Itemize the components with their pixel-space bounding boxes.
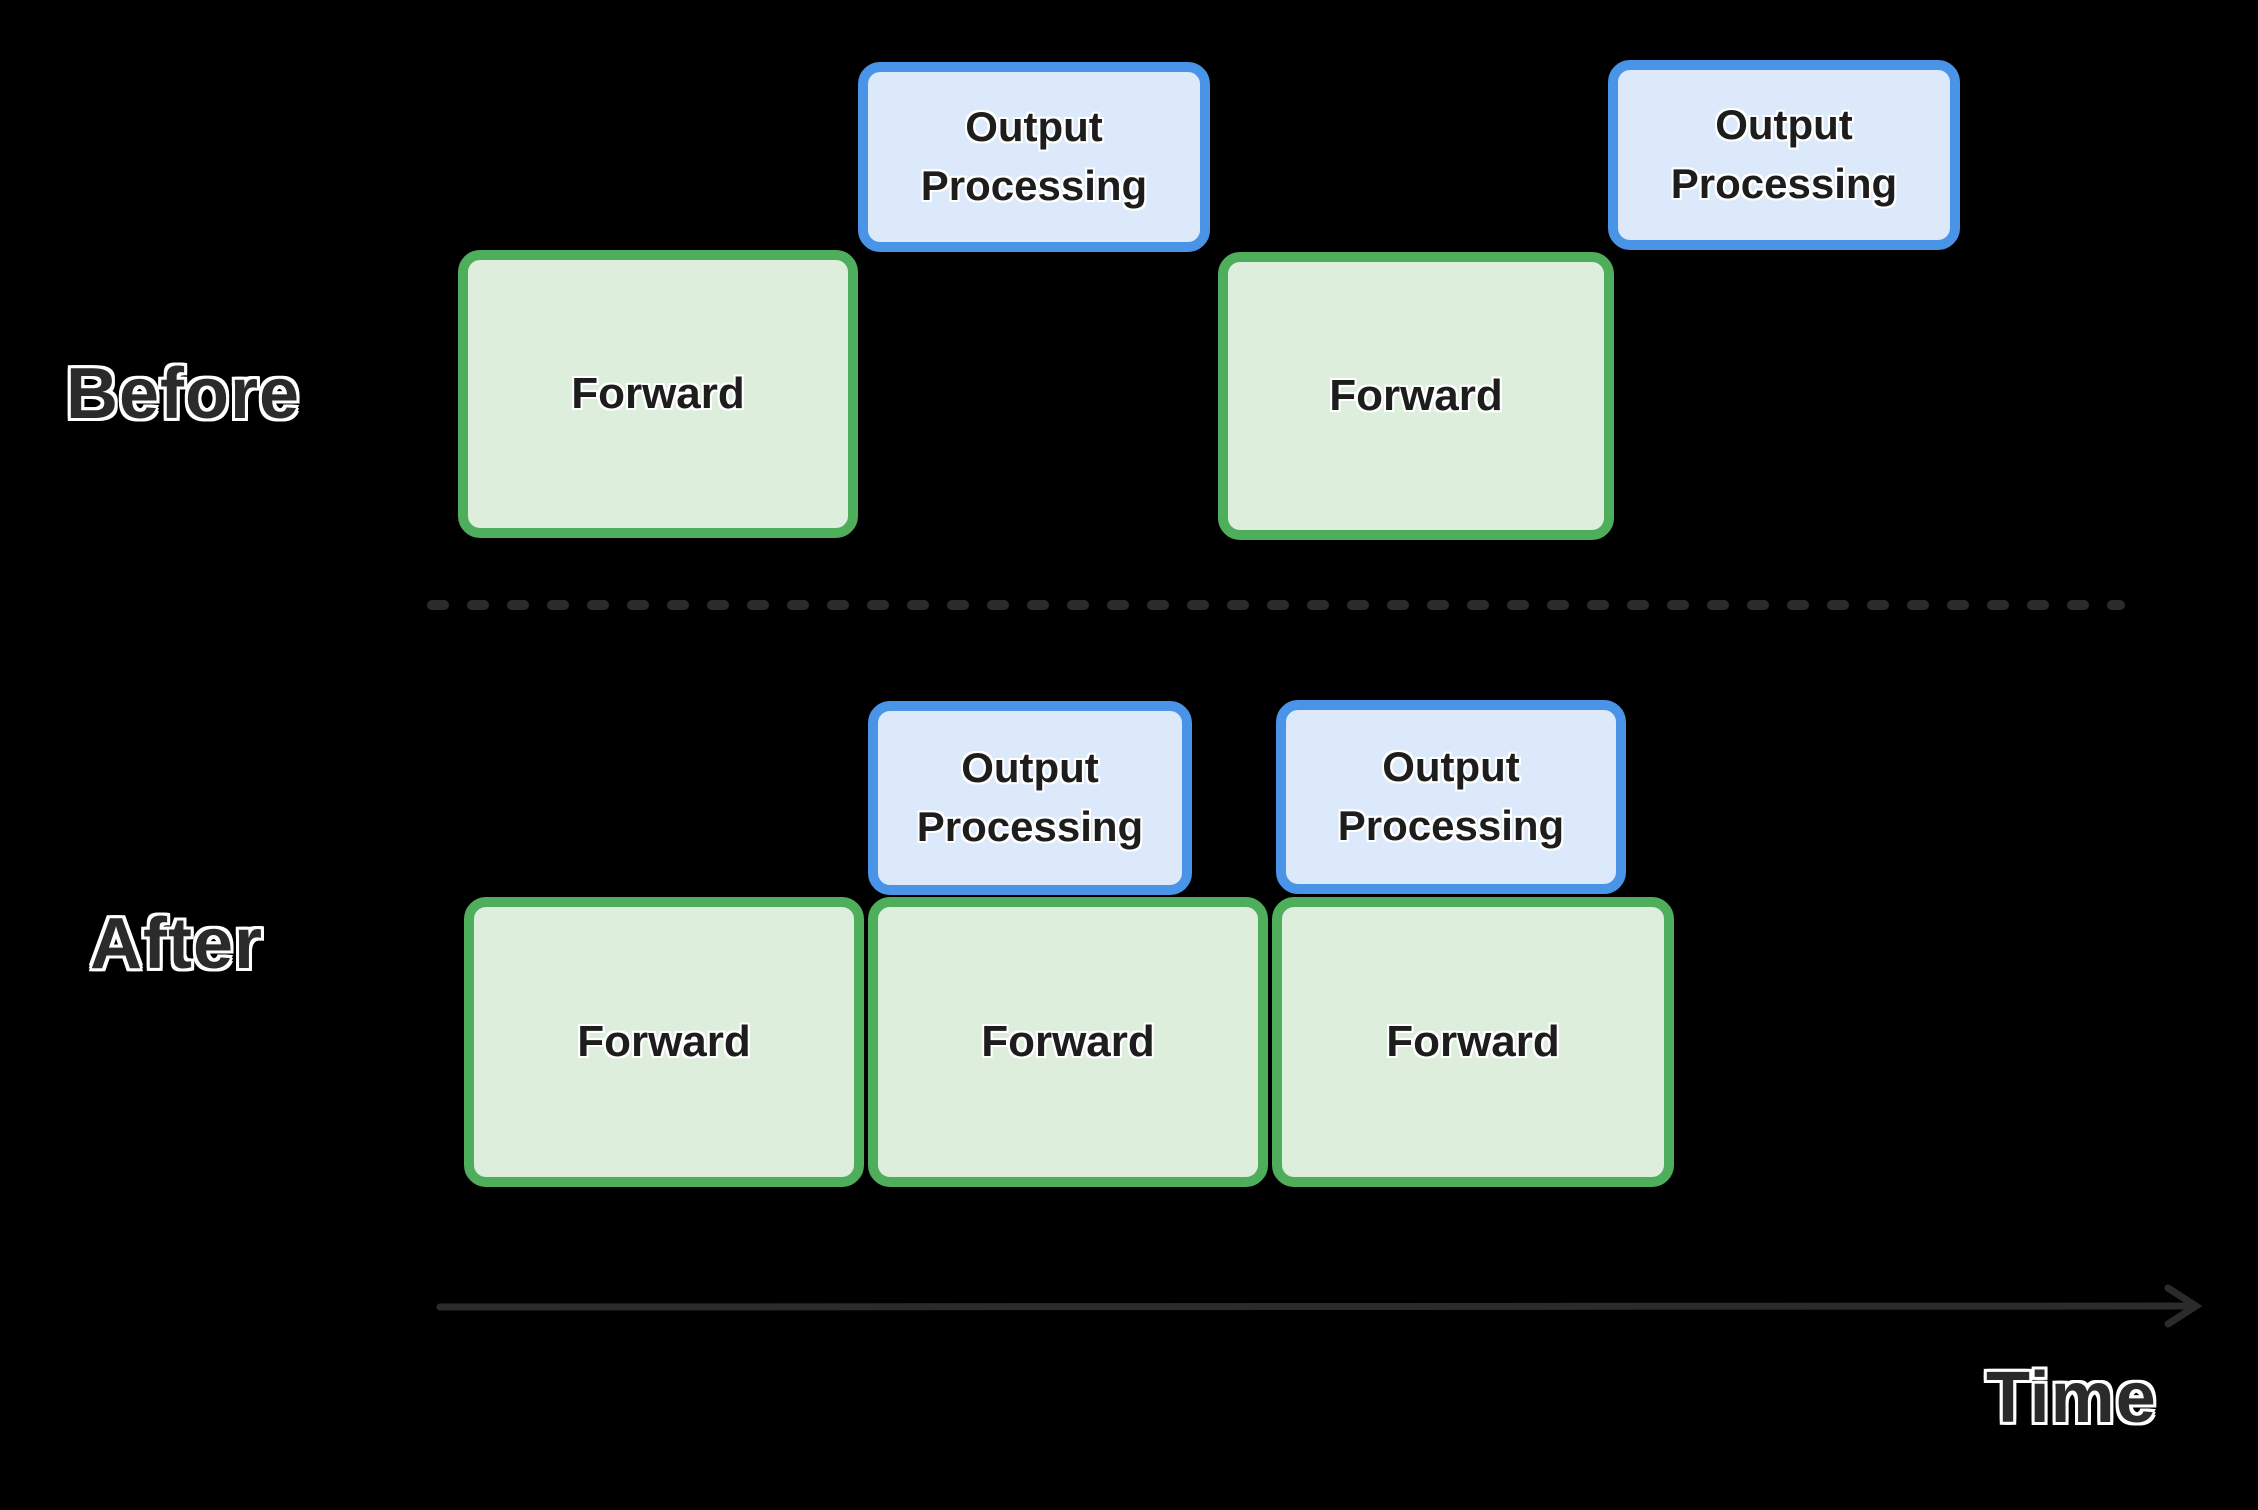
before-forward-2-box: Forward [1218,252,1614,540]
after-output-processing-2-label: Output Processing [1337,743,1565,849]
before-forward-2-label: Forward [1329,371,1503,421]
after-output-processing-2-box: Output Processing [1276,700,1626,894]
before-section-label: Before [66,354,301,434]
before-forward-1-box: Forward [458,250,858,538]
before-forward-1-label: Forward [571,369,745,419]
time-axis-label: Time [1986,1358,2157,1438]
before-output-processing-1-label: Output Processing [920,103,1148,209]
after-forward-2-label: Forward [981,1017,1155,1067]
before-output-processing-2-box: Output Processing [1608,60,1960,250]
after-output-processing-1-box: Output Processing [868,701,1192,895]
before-output-processing-1-box: Output Processing [858,62,1210,252]
after-forward-1-box: Forward [464,897,864,1187]
after-forward-1-label: Forward [577,1017,751,1067]
after-forward-2-box: Forward [868,897,1268,1187]
time-axis-arrowhead [2164,1284,2203,1328]
time-axis-line [436,1302,2192,1311]
before-output-processing-2-label: Output Processing [1670,101,1898,207]
after-output-processing-1-label: Output Processing [916,744,1144,850]
after-section-label: After [90,904,264,984]
after-forward-3-label: Forward [1386,1017,1560,1067]
after-forward-3-box: Forward [1272,897,1674,1187]
time-axis-arrow [436,1284,2203,1328]
